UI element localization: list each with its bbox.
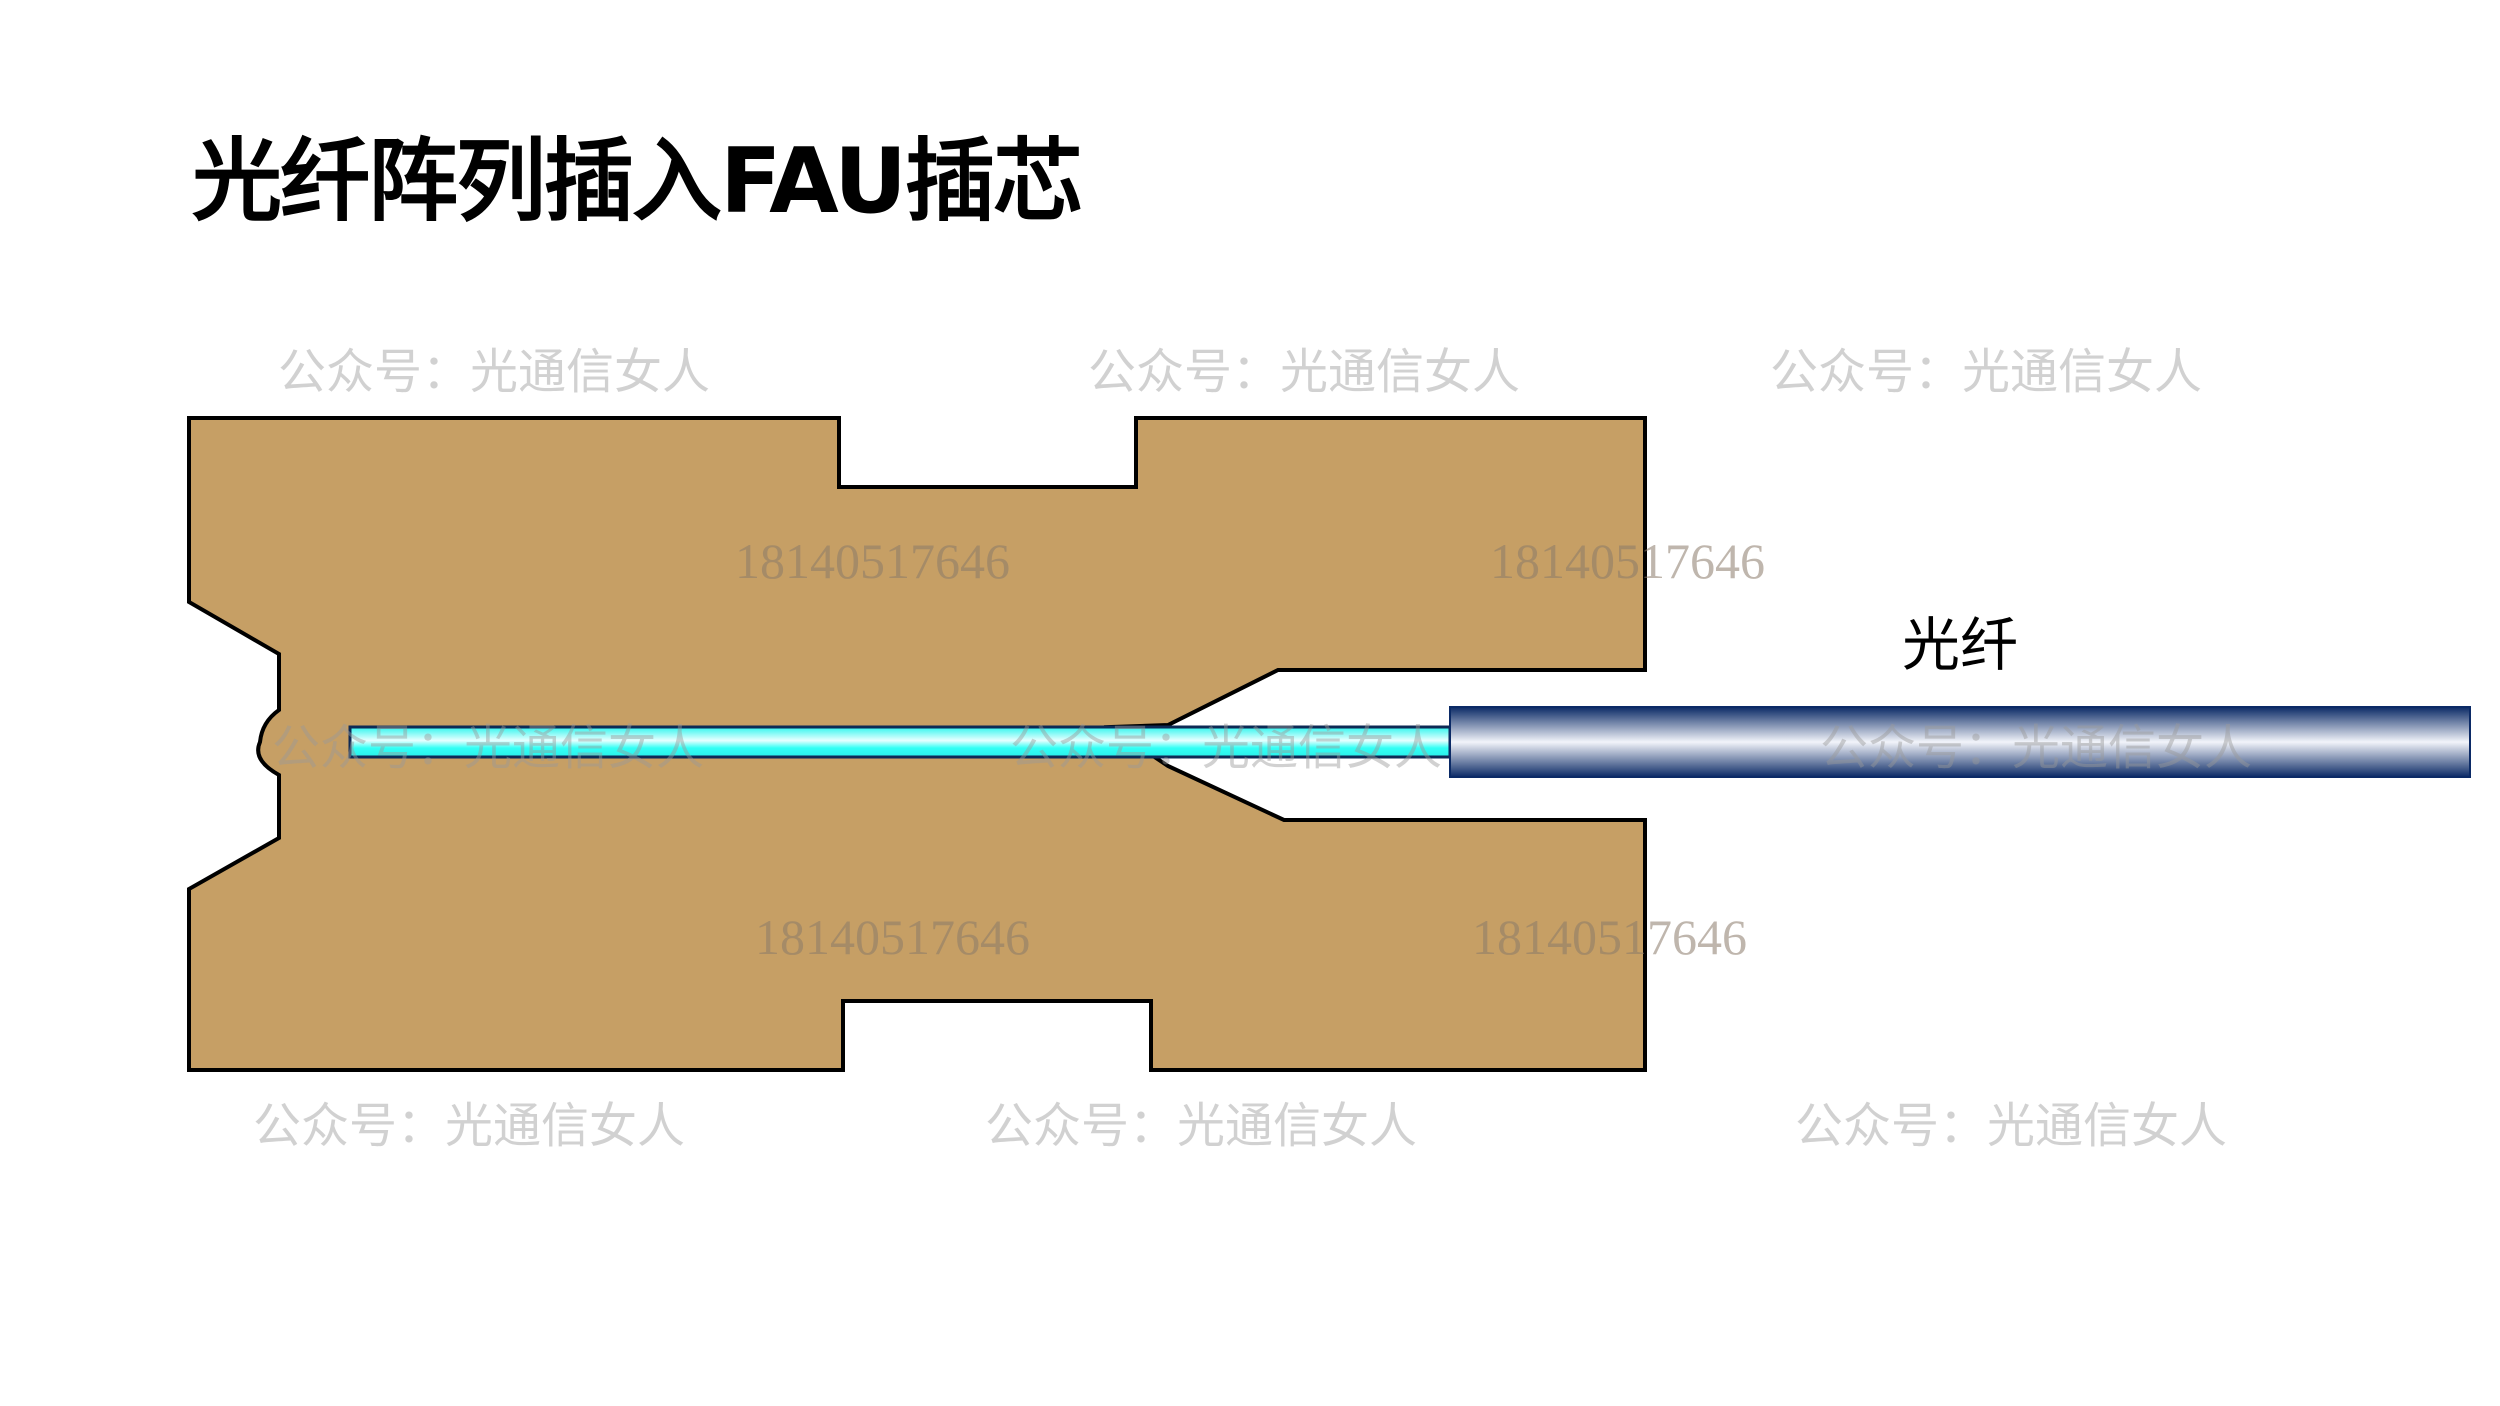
watermark-text: 公众号：光通信女人 bbox=[1795, 1098, 2227, 1154]
watermark-text: 公众号：光通信女人 bbox=[1770, 344, 2202, 400]
watermarks: 公众号：光通信女人 公众号：光通信女人 公众号：光通信女人 公众号：光通信女人 … bbox=[253, 344, 2252, 1154]
watermark-text: 公众号：光通信女人 bbox=[278, 344, 710, 400]
watermark-text: 公众号：光通信女人 bbox=[985, 1098, 1417, 1154]
watermark-text: 公众号：光通信女人 bbox=[1820, 720, 2252, 776]
watermark-text: 公众号：光通信女人 bbox=[253, 1098, 685, 1154]
watermark-text: 公众号：光通信女人 bbox=[1010, 720, 1442, 776]
watermark-phone: 18140517646 bbox=[735, 533, 1010, 589]
watermark-phone: 18140517646 bbox=[1472, 909, 1747, 965]
watermark-text: 公众号：光通信女人 bbox=[1088, 344, 1520, 400]
page-title: 光纤阵列插入FAU插芯 bbox=[192, 129, 1083, 234]
watermark-phone: 18140517646 bbox=[1490, 533, 1765, 589]
fiber-label: 光纤 bbox=[1902, 611, 2018, 679]
watermark-text: 公众号：光通信女人 bbox=[272, 720, 704, 776]
watermark-phone: 18140517646 bbox=[755, 909, 1030, 965]
fiber-jacket bbox=[1449, 706, 2471, 778]
fiber-core bbox=[348, 725, 1452, 759]
